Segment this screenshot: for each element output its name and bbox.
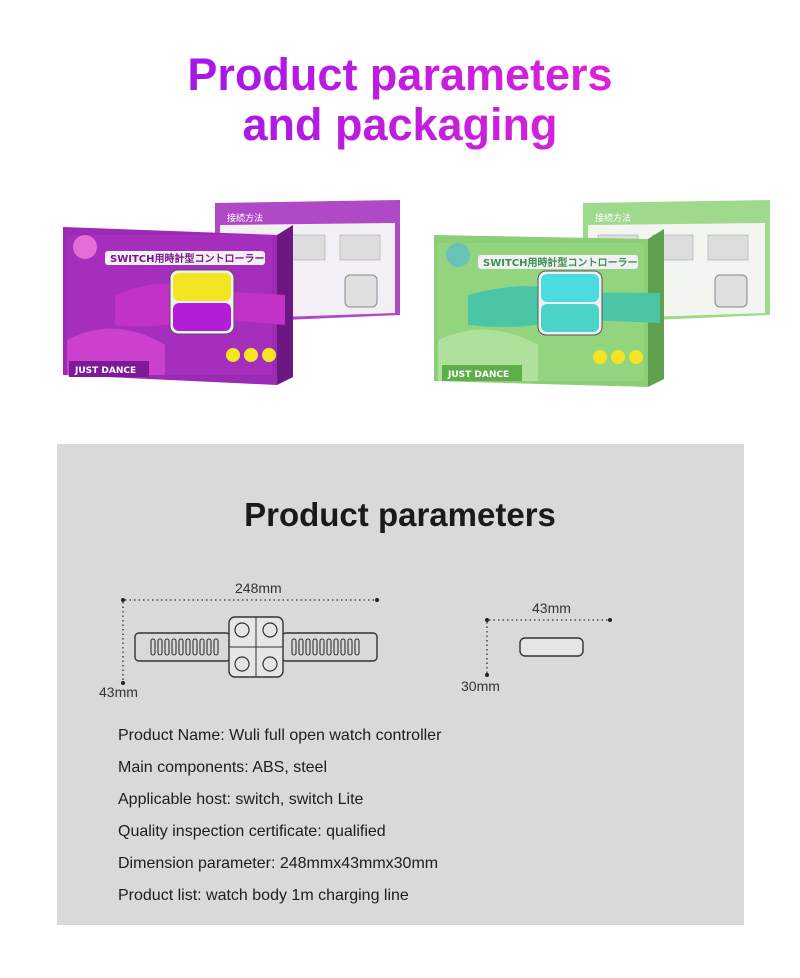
spec-list: Product Name: Wuli full open watch contr…	[118, 724, 441, 916]
box-title: SWITCH用時計型コントローラー	[483, 256, 637, 269]
box-title: SWITCH用時計型コントローラー	[110, 252, 264, 265]
back-box-title: 接続方法	[227, 212, 263, 224]
width-label-left: 43mm	[99, 684, 138, 700]
package-image-green: 接続方法 SWITCH用時計型コントローラー JUST DANCE	[434, 200, 770, 387]
spec-item: Main components: ABS, steel	[118, 759, 327, 776]
page-title-line-2: and packaging	[242, 99, 558, 150]
spec-item: Product Name: Wuli full open watch contr…	[118, 727, 442, 744]
package-image-purple: 接続方法 SWITCH用時計型コントローラー JUST DANCE	[63, 200, 400, 385]
width-label-right: 43mm	[532, 600, 571, 616]
game-label: JUST DANCE	[74, 366, 136, 376]
back-box-title: 接続方法	[595, 212, 631, 224]
spec-item: Applicable host: switch, switch Lite	[118, 791, 364, 808]
game-label: JUST DANCE	[447, 370, 509, 380]
spec-item: Quality inspection certificate: qualifie…	[118, 823, 386, 840]
spec-item: Product list: watch body 1m charging lin…	[118, 887, 409, 904]
length-label: 248mm	[235, 580, 282, 596]
page-title: Product parameters and packaging	[0, 50, 800, 150]
page-title-line-1: Product parameters	[187, 49, 613, 100]
watch-outline	[134, 616, 378, 678]
thickness-label: 30mm	[461, 678, 500, 694]
parameters-title: Product parameters	[244, 496, 556, 533]
side-profile-outline	[519, 637, 584, 657]
dimension-diagram: 248mm 43mm 43mm 30mm	[99, 580, 612, 700]
spec-item: Dimension parameter: 248mmx43mmx30mm	[118, 855, 439, 872]
parameters-panel	[57, 444, 744, 925]
